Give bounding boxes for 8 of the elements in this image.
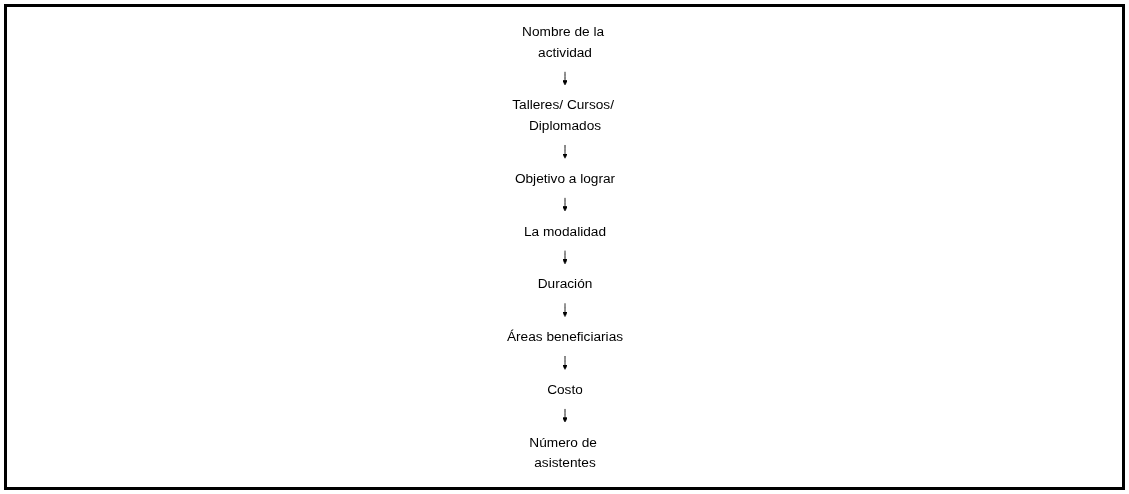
node-text: Objetivo a lograr <box>514 170 615 186</box>
node-text: Costo <box>546 381 583 397</box>
node-text: Número de asistentes <box>528 434 597 471</box>
node-text: Duración <box>537 275 592 292</box>
node-text: La modalidad <box>523 223 606 239</box>
node-text: Nombre de la actividad <box>521 23 604 60</box>
node-text: Talleres/ Cursos/ Diplomados <box>511 97 614 134</box>
node-text: Áreas beneficiarias <box>506 328 623 345</box>
